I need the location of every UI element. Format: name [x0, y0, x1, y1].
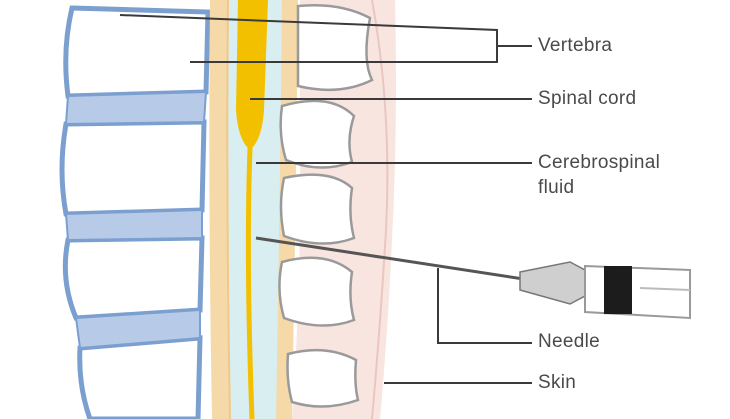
label-skin: Skin: [538, 370, 576, 395]
label-cerebrospinal-fluid: Cerebrospinal fluid: [538, 150, 660, 200]
syringe-hub: [520, 262, 585, 304]
vertebral-body-2: [62, 122, 204, 214]
vertebral-body-4: [80, 338, 200, 419]
label-needle: Needle: [538, 329, 600, 354]
arch-2: [281, 101, 354, 168]
label-csf-line1: Cerebrospinal: [538, 150, 660, 175]
syringe-barrel: [585, 266, 690, 318]
label-spinal-cord: Spinal cord: [538, 86, 636, 111]
syringe-grip: [604, 266, 632, 314]
arch-3: [281, 175, 354, 244]
arch-4: [279, 258, 354, 326]
vertebral-body-3: [65, 238, 202, 318]
disc-1: [66, 92, 206, 124]
disc-2: [66, 210, 202, 240]
vertebral-body-1: [66, 8, 208, 96]
label-csf-line2: fluid: [538, 175, 660, 200]
arch-5: [288, 350, 359, 406]
label-vertebra: Vertebra: [538, 33, 612, 58]
arch-1: [298, 5, 372, 90]
